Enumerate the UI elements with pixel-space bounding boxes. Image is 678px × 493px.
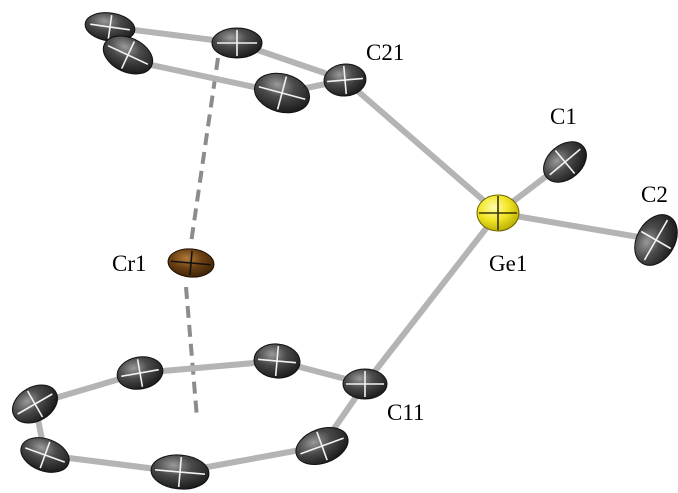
atom-lower-c1 — [253, 343, 301, 379]
atom-upper-c4 — [254, 72, 310, 114]
label-c21: C21 — [366, 40, 404, 65]
atom-c21 — [323, 63, 367, 97]
atom-cr1 — [167, 248, 215, 278]
bond-c21-ge1 — [342, 77, 501, 216]
atom-lower-c3 — [12, 384, 58, 424]
atom-lower-c2 — [116, 356, 164, 390]
centroid-line-upper — [189, 57, 220, 244]
atom-upper-c3 — [211, 27, 263, 59]
atom-labels: C21 C1 C2 Cr1 Ge1 C11 — [112, 40, 668, 425]
centroid-line-lower — [184, 286, 199, 419]
atom-ge1 — [476, 194, 520, 232]
atom-upper-c2 — [102, 35, 154, 75]
atom-lower-c6 — [295, 427, 349, 465]
label-c11: C11 — [387, 400, 425, 425]
atom-lower-c4 — [20, 437, 70, 473]
atom-c11 — [342, 368, 388, 400]
bond-ge1-c11 — [362, 210, 501, 387]
bond-ge1-c2 — [495, 210, 659, 243]
label-cr1: Cr1 — [112, 251, 147, 276]
atom-lower-c5 — [150, 454, 210, 490]
carbon-atoms — [12, 12, 678, 490]
atom-c1 — [543, 141, 587, 183]
atom-c2 — [634, 214, 678, 266]
label-ge1: Ge1 — [489, 251, 527, 276]
atom-upper-c1 — [84, 12, 136, 42]
label-c1: C1 — [550, 104, 577, 129]
label-c2: C2 — [641, 182, 668, 207]
centroid-lines — [184, 57, 220, 419]
